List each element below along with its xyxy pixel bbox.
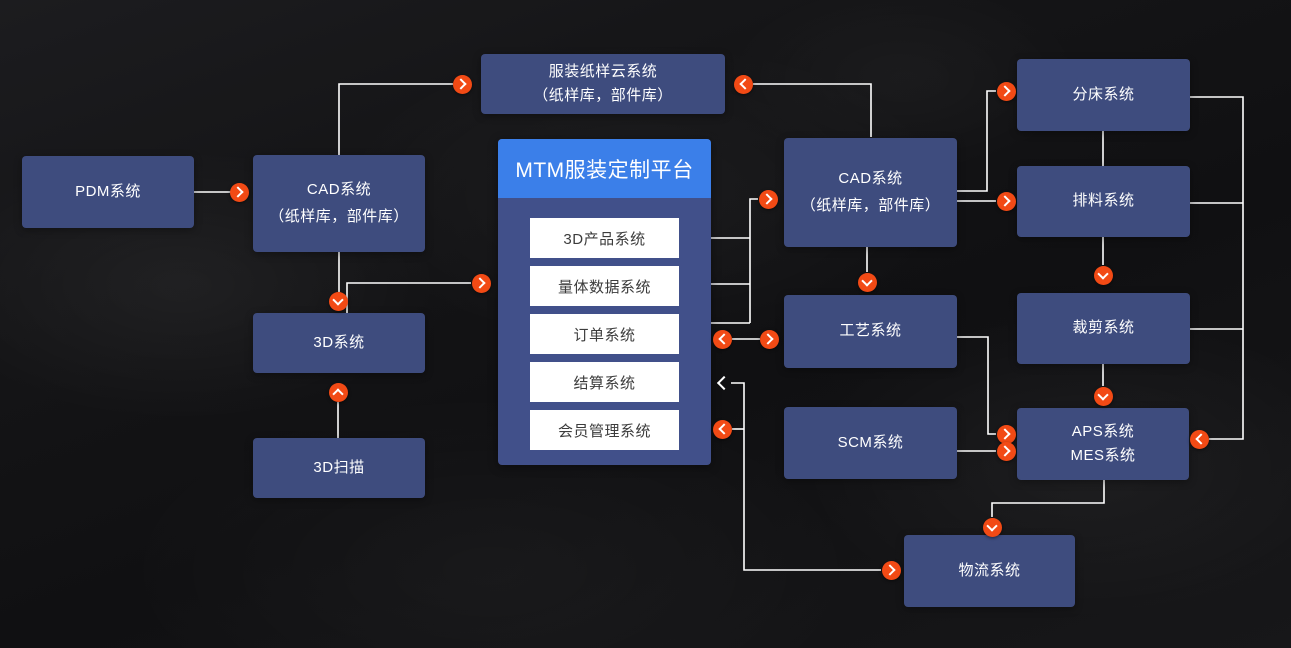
arrow-right-icon <box>996 81 1016 101</box>
node-label: 3D扫描 <box>313 458 365 476</box>
platform-item-3d-product: 3D产品系统 <box>530 218 679 258</box>
node-aps-mes-system: APS系统 MES系统 <box>1017 408 1189 480</box>
node-label: 3D系统 <box>313 333 365 351</box>
connector-3d-to-platform <box>346 282 471 313</box>
chevron-up-icon <box>332 387 344 400</box>
chevron-right-icon <box>883 564 896 576</box>
platform-item-settlement: 结算系统 <box>530 362 679 402</box>
platform-item-measurement-data: 量体数据系统 <box>530 266 679 306</box>
node-label: CAD系统 <box>306 181 372 199</box>
connector-aps-to-logistics <box>991 480 1105 517</box>
connector-cadright-to-bed <box>957 90 996 192</box>
connector-platform-to-cadright <box>749 198 758 323</box>
arrow-left-icon <box>1189 429 1209 449</box>
mtm-platform-panel: MTM服装定制平台 3D产品系统 量体数据系统 订单系统 结算系统 会员管理系统 <box>498 139 711 465</box>
node-3d-scan: 3D扫描 <box>253 438 425 498</box>
chevron-right-icon <box>454 78 467 90</box>
chevron-right-icon <box>998 195 1011 207</box>
node-label: 裁剪系统 <box>1072 319 1135 337</box>
arrow-down-icon <box>328 291 348 311</box>
chevron-down-icon <box>861 274 873 287</box>
node-label: CAD系统 <box>838 170 903 188</box>
chevron-left-icon <box>717 423 730 435</box>
node-nesting-system: 排料系统 <box>1017 166 1190 237</box>
node-sublabel: （纸样库，部件库） <box>269 207 409 225</box>
connector-process-to-aps <box>957 336 996 435</box>
platform-item-list: 3D产品系统 量体数据系统 订单系统 结算系统 会员管理系统 <box>498 198 711 450</box>
node-cad-system-right: CAD系统 （纸样库，部件库） <box>784 138 957 247</box>
node-label: PDM系统 <box>75 182 141 200</box>
chevron-down-icon <box>332 293 344 306</box>
arrow-left-icon <box>712 329 732 349</box>
node-logistics-system: 物流系统 <box>904 535 1075 607</box>
chevron-right-icon <box>473 277 486 289</box>
node-3d-system: 3D系统 <box>253 313 425 373</box>
arrow-right-icon <box>759 329 779 349</box>
arrow-right-icon <box>996 424 1016 444</box>
arrow-down-icon <box>982 517 1002 537</box>
node-pdm-system: PDM系统 <box>22 156 194 228</box>
arrow-left-icon <box>712 419 732 439</box>
connector-settlement-logistics-bus <box>731 382 881 571</box>
arrow-left-icon <box>733 74 753 94</box>
node-label: APS系统 <box>1071 423 1135 440</box>
node-label: 分床系统 <box>1072 85 1135 103</box>
arrow-right-icon <box>452 74 472 94</box>
chevron-right-icon <box>760 193 773 205</box>
connector-cadright-to-cloud <box>753 83 872 137</box>
node-cad-system-left: CAD系统 （纸样库，部件库） <box>253 155 425 252</box>
arrow-up-icon <box>328 382 348 402</box>
arrow-right-icon <box>229 182 249 202</box>
chevron-right-icon <box>998 428 1011 440</box>
node-label: 物流系统 <box>958 561 1021 579</box>
node-process-system: 工艺系统 <box>784 295 957 368</box>
node-label: 工艺系统 <box>839 322 902 340</box>
arrow-right-icon <box>996 441 1016 461</box>
chevron-right-icon <box>998 85 1011 97</box>
arrow-right-icon <box>758 189 778 209</box>
node-sublabel: MES系统 <box>1070 447 1136 464</box>
chevron-right-icon <box>761 333 774 345</box>
node-bed-splitting-system: 分床系统 <box>1017 59 1190 131</box>
node-scm-system: SCM系统 <box>784 407 957 479</box>
connector-right-bus <box>1190 96 1244 440</box>
chevron-left-icon <box>738 78 751 90</box>
node-sublabel: （纸样库，部件库） <box>533 87 673 104</box>
arrow-right-icon <box>996 191 1016 211</box>
chevron-left-icon <box>1194 433 1207 445</box>
arrow-right-icon <box>471 273 491 293</box>
chevron-down-icon <box>1097 267 1109 280</box>
connector-cad-to-cloud <box>338 83 453 155</box>
arrow-down-icon <box>857 272 877 292</box>
node-sublabel: （纸样库，部件库） <box>800 196 941 214</box>
node-label: 排料系统 <box>1072 192 1135 210</box>
node-cutting-system: 裁剪系统 <box>1017 293 1190 364</box>
arrow-down-icon <box>1093 265 1113 285</box>
platform-item-order: 订单系统 <box>530 314 679 354</box>
arrow-down-icon <box>1093 386 1113 406</box>
chevron-right-icon <box>998 445 1011 457</box>
node-pattern-cloud-system: 服装纸样云系统 （纸样库，部件库） <box>481 54 725 114</box>
chevron-down-icon <box>1097 388 1109 401</box>
node-label: 服装纸样云系统 <box>548 63 658 80</box>
chevron-right-icon <box>231 186 244 198</box>
node-label: SCM系统 <box>837 433 904 451</box>
platform-title: MTM服装定制平台 <box>498 139 711 198</box>
arrow-right-icon <box>881 560 901 580</box>
chevron-down-icon <box>986 519 998 532</box>
platform-item-member-management: 会员管理系统 <box>530 410 679 450</box>
chevron-left-icon <box>717 333 730 345</box>
